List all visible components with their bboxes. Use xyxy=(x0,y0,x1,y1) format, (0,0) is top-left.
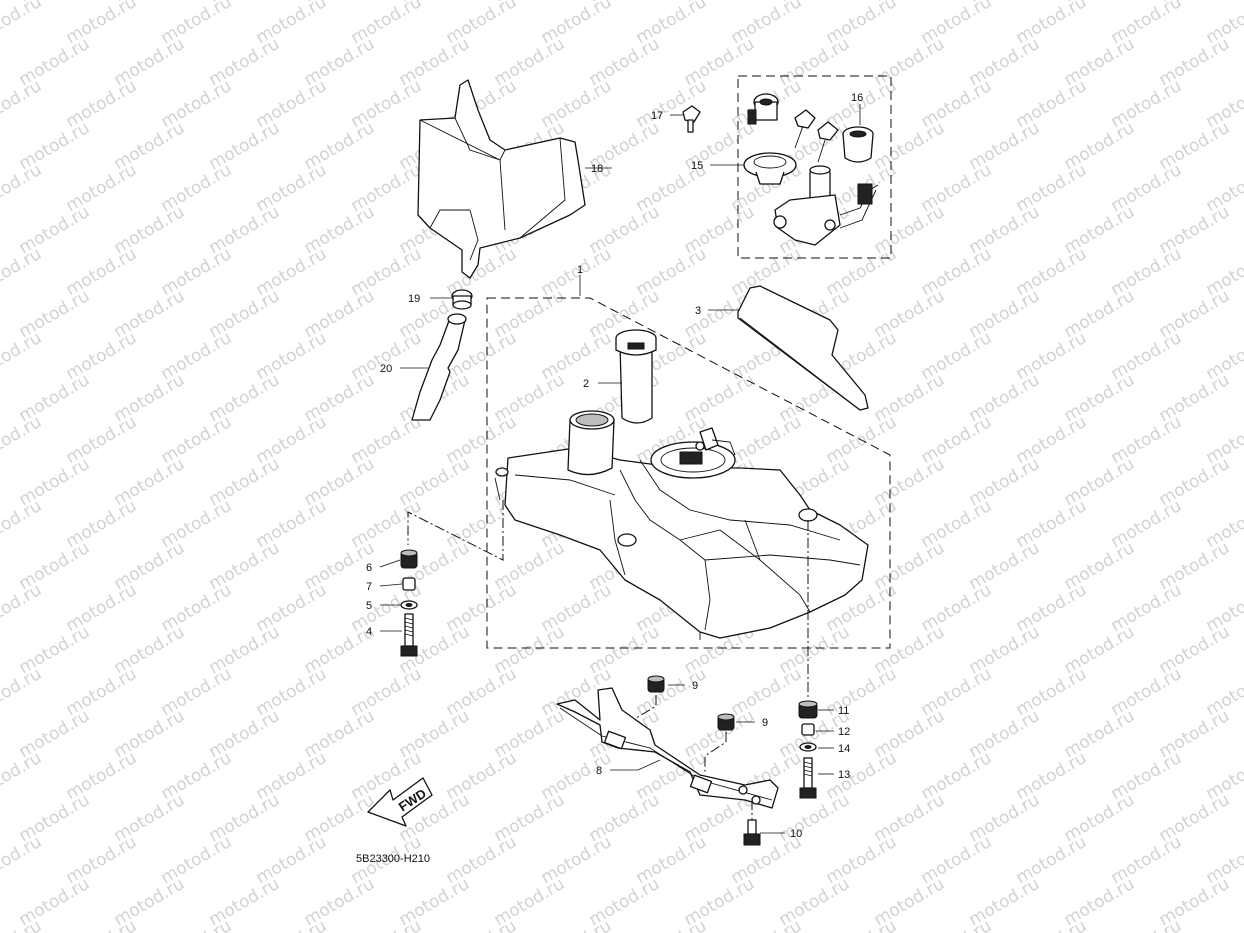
callout-5: 5 xyxy=(366,600,372,612)
callout-13: 13 xyxy=(838,769,850,781)
callout-17: 17 xyxy=(651,110,663,122)
watermark-text: motod.ru xyxy=(443,916,521,933)
part-7-collar xyxy=(402,577,416,591)
watermark-text: motod.ru xyxy=(0,328,45,384)
callout-16: 16 xyxy=(851,92,863,104)
callout-6: 6 xyxy=(366,562,372,574)
callout-2: 2 xyxy=(583,378,589,390)
fwd-arrow: FWD xyxy=(367,777,433,827)
alignment-line-9b xyxy=(704,732,727,775)
watermark-text: motod.ru xyxy=(158,916,236,933)
part-17-key xyxy=(682,105,701,133)
callout-7: 7 xyxy=(366,581,372,593)
callout-9a: 9 xyxy=(692,680,698,692)
part-5-washer xyxy=(400,600,418,610)
part-1-fuel-tank xyxy=(494,410,869,640)
callouts: 1 2 3 4 5 6 7 8 9 9 10 11 12 13 14 15 16… xyxy=(366,92,863,840)
assembly-boundary xyxy=(486,297,891,649)
callout-12: 12 xyxy=(838,726,850,738)
callout-11: 11 xyxy=(838,705,849,717)
watermark-text: motod.ru xyxy=(633,916,711,933)
watermark-text: motod.ru xyxy=(0,76,45,132)
watermark-text: motod.ru xyxy=(0,664,45,720)
callout-18: 18 xyxy=(591,163,603,175)
callout-20: 20 xyxy=(380,363,392,375)
watermark-text: motod.ru xyxy=(1108,916,1186,933)
callout-4: 4 xyxy=(366,626,372,638)
watermark-text: motod.ru xyxy=(0,496,45,552)
watermark-text: motod.ru xyxy=(348,916,426,933)
watermark-text: motod.ru xyxy=(0,832,45,888)
callout-3: 3 xyxy=(695,305,701,317)
callout-8: 8 xyxy=(596,765,602,777)
watermark-text: motod.ru xyxy=(1013,916,1091,933)
callout-9b: 9 xyxy=(762,717,768,729)
watermark-text: motod.ru xyxy=(253,916,331,933)
watermark-text: motod.ru xyxy=(0,412,45,468)
part-12-collar xyxy=(801,723,815,736)
part-10-bolt xyxy=(743,819,761,846)
watermark-text: motod.ru xyxy=(0,748,45,804)
part-8-bracket xyxy=(556,687,779,809)
watermark-text: motod.ru xyxy=(0,0,45,48)
part-3-pad xyxy=(737,285,869,411)
watermark-text: motod.ru xyxy=(1203,916,1244,933)
part-11-damper xyxy=(798,700,818,719)
part-19-grommet xyxy=(451,289,473,310)
part-18-tank-cover xyxy=(417,79,586,279)
callout-14: 14 xyxy=(838,743,850,755)
watermark-text: motod.ru xyxy=(0,580,45,636)
part-9-damper-b xyxy=(717,713,735,731)
leader-lines xyxy=(379,104,861,834)
part-2-filler-neck xyxy=(615,329,657,424)
part-13-bolt xyxy=(799,757,817,799)
part-14-washer xyxy=(799,742,817,752)
part-6-damper xyxy=(400,549,418,569)
watermark-text: motod.ru xyxy=(63,916,141,933)
part-4-bolt xyxy=(400,613,418,657)
callout-19: 19 xyxy=(408,293,420,305)
lock-set-boundary xyxy=(737,75,892,259)
callout-15: 15 xyxy=(691,160,703,172)
watermark-text: motod.ru xyxy=(918,916,996,933)
callout-1: 1 xyxy=(577,264,583,276)
part-9-damper-a xyxy=(647,675,665,693)
watermark-text: motod.ru xyxy=(823,916,901,933)
diagram-code: 5B23300-H210 xyxy=(356,853,430,865)
watermark-text: motod.ru xyxy=(538,916,616,933)
part-20-hose xyxy=(411,313,467,421)
part-15-lock-set xyxy=(743,93,879,246)
watermark-text: motod.ru xyxy=(0,160,45,216)
alignment-line-left xyxy=(407,500,504,561)
watermark-text: motod.ru xyxy=(0,244,45,300)
watermark-text: motod.ru xyxy=(728,916,806,933)
callout-10: 10 xyxy=(790,828,802,840)
